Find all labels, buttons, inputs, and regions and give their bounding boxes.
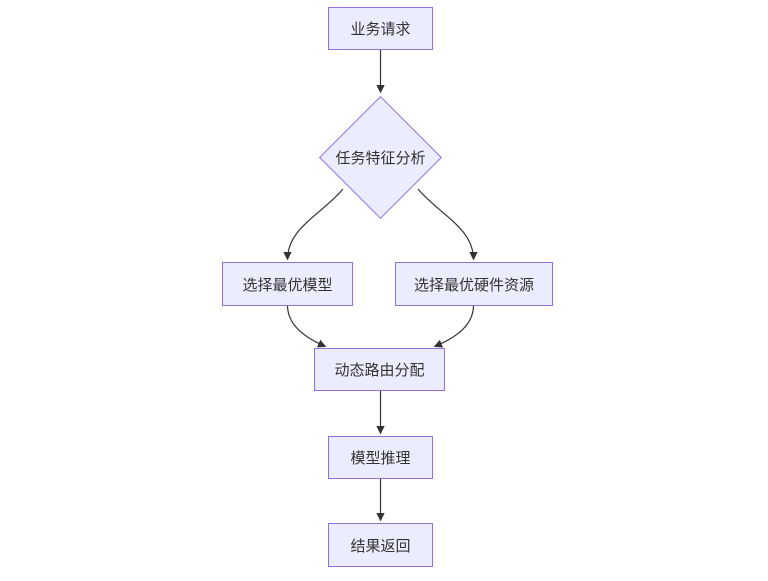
edge-select-model-to-dynamic-routing bbox=[286, 305, 327, 348]
node-dynamic-routing: 动态路由分配 bbox=[314, 348, 445, 391]
node-select-model: 选择最优模型 bbox=[222, 262, 353, 306]
edge-select-hardware-to-dynamic-routing bbox=[433, 305, 475, 348]
edge-task-analysis-to-select-model bbox=[283, 188, 344, 261]
node-task-analysis-label: 任务特征分析 bbox=[335, 149, 426, 167]
edge-task-analysis-to-select-hardware bbox=[417, 188, 478, 261]
node-business-request: 业务请求 bbox=[328, 7, 433, 50]
node-model-inference: 模型推理 bbox=[328, 436, 433, 479]
node-select-hardware: 选择最优硬件资源 bbox=[395, 262, 553, 306]
node-result-return: 结果返回 bbox=[328, 523, 433, 567]
